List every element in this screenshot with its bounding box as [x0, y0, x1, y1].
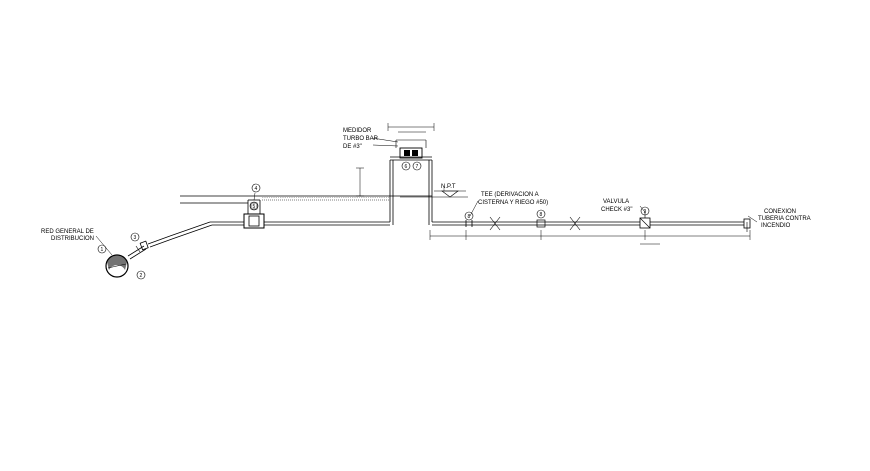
- callout-9-text: 9: [644, 209, 647, 215]
- callout-7-text: 7: [416, 164, 419, 170]
- callout-3-text: 3: [134, 235, 137, 241]
- callout-4: 4: [251, 183, 261, 193]
- pipe-end-cap: [743, 218, 751, 232]
- dimension-line: [429, 230, 751, 245]
- npt-label: N.P.T: [441, 184, 456, 190]
- valve-box: [243, 199, 265, 229]
- callout-7: 7: [412, 161, 422, 171]
- break-marks: [489, 216, 581, 231]
- callout-8b-text: 8: [540, 212, 543, 218]
- tee-line1: TEE (DERIVACION A: [481, 192, 539, 198]
- ground-line: [180, 195, 468, 204]
- tee-label: TEE (DERIVACION A CISTERNA Y RIEGO #50): [478, 192, 548, 206]
- valvula-line2: CHECK #3": [601, 207, 632, 213]
- red-general-line2: DISTRIBUCION: [51, 236, 94, 242]
- callout-3: 3: [130, 232, 140, 242]
- valvula-line1: VALVULA: [603, 199, 629, 205]
- callout-1: 1: [97, 244, 107, 254]
- conexion-label: CONEXION TUBERIA CONTRA INCENDIO: [758, 209, 811, 229]
- leader-lines: [95, 137, 758, 256]
- medidor-line1: MEDIDOR: [343, 128, 372, 134]
- medidor-line3: DE #3": [343, 144, 362, 150]
- conexion-line2: TUBERIA CONTRA: [758, 216, 811, 222]
- red-general-line1: RED GENERAL DE: [41, 229, 94, 235]
- tee-line2: CISTERNA Y RIEGO #50): [478, 200, 548, 206]
- callout-2-text: 2: [140, 273, 143, 279]
- callout-8a-text: 8: [468, 214, 471, 220]
- meter-riser: [356, 123, 435, 225]
- callout-5: 5: [249, 201, 259, 211]
- main-pipe: [264, 221, 744, 226]
- callout-9: 9: [640, 206, 650, 216]
- medidor-label: MEDIDOR TURBO BAR DE #3": [343, 128, 379, 150]
- callout-1-text: 1: [101, 247, 104, 253]
- red-general-label: RED GENERAL DE DISTRIBUCION: [41, 229, 94, 242]
- callout-8a: 8: [464, 211, 474, 221]
- callout-6: 6: [401, 161, 411, 171]
- mid-fitting: [536, 219, 546, 228]
- callout-4-text: 4: [255, 186, 258, 192]
- medidor-line2: TURBO BAR: [343, 136, 379, 142]
- diagonal-pipe: [127, 221, 244, 260]
- tee-fitting: [465, 220, 473, 227]
- callout-6-text: 6: [405, 164, 408, 170]
- callout-8b: 8: [536, 209, 546, 219]
- distribution-main: [105, 254, 129, 278]
- valvula-label: VALVULA CHECK #3": [601, 199, 632, 213]
- callout-5-text: 5: [253, 204, 256, 210]
- npt-marker: N.P.T: [434, 184, 466, 198]
- conexion-line3: INCENDIO: [761, 223, 791, 229]
- callout-2: 2: [136, 270, 146, 280]
- conexion-line1: CONEXION: [764, 209, 796, 215]
